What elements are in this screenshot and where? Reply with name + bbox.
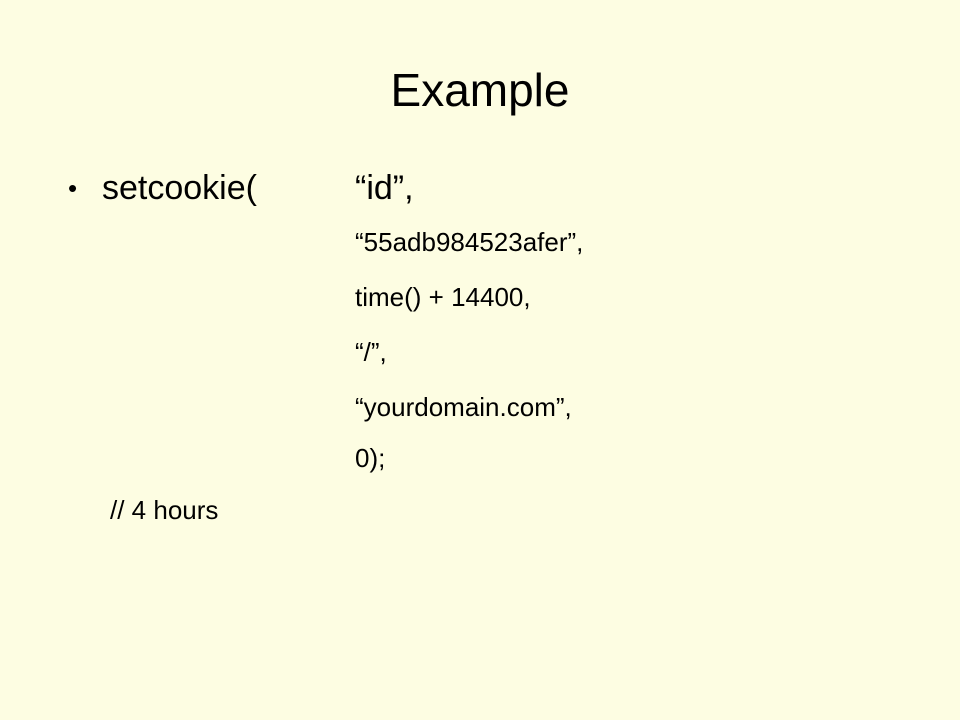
argument-value: “55adb984523afer”, (355, 227, 584, 257)
argument-id: “id”, (355, 169, 414, 207)
argument-domain: “yourdomain.com”, (355, 392, 572, 422)
bullet-icon: • (68, 173, 78, 203)
slide-title: Example (390, 64, 570, 116)
code-comment: // 4 hours (110, 495, 219, 525)
argument-secure: 0); (355, 443, 386, 473)
argument-path: “/”, (355, 337, 387, 367)
function-call-text: setcookie( (102, 169, 257, 207)
argument-expiry: time() + 14400, (355, 282, 531, 312)
